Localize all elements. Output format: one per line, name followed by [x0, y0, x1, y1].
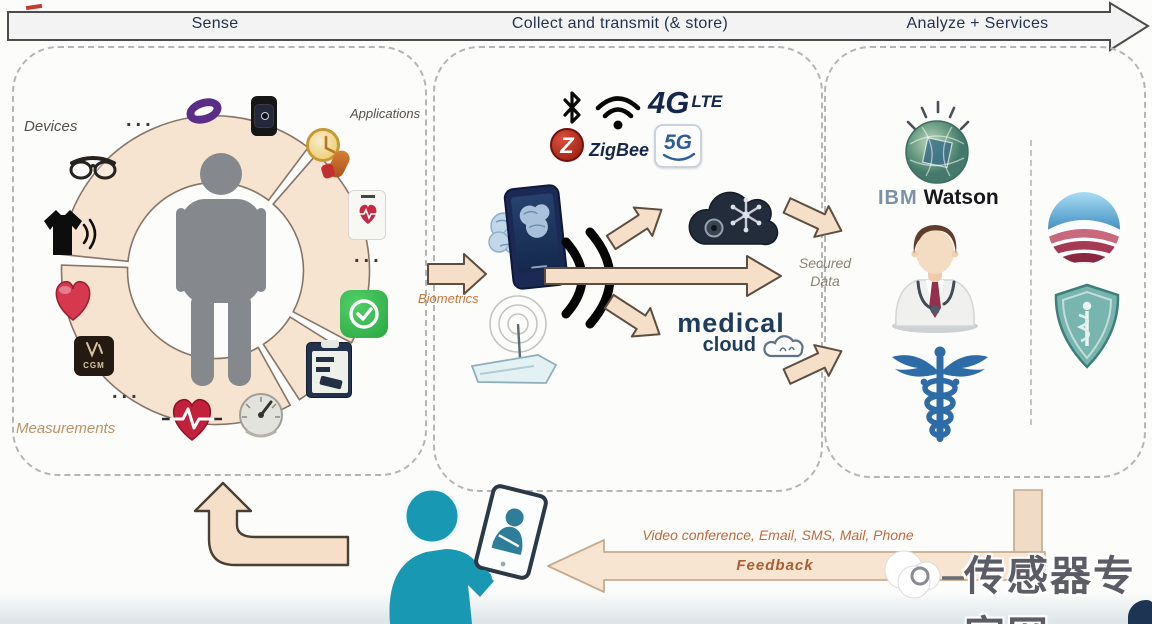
measurements-ellipsis: ... [112, 381, 141, 403]
medical-shield-icon [1054, 283, 1120, 369]
zigbee-logo: Z ZigBee [550, 128, 649, 162]
secured-arrow-top [782, 197, 843, 238]
secured-line1: Secured [798, 255, 852, 271]
loop-arrow-up [193, 481, 350, 567]
ibm-text: IBM [878, 187, 918, 209]
person-icon [176, 153, 266, 386]
healthcare-logo-icon [1048, 192, 1120, 264]
fiveg-text: 5G [663, 131, 692, 154]
watch-dial [261, 112, 269, 120]
devices-ellipsis: ... [126, 109, 155, 131]
analyze-divider [1030, 140, 1032, 425]
arrow-main-data [544, 255, 782, 297]
smart-shirt-icon [44, 210, 97, 255]
feedback-channels-label: Video conference, Email, SMS, Mail, Phon… [642, 527, 914, 543]
medical-cloud-title: medical [677, 308, 785, 338]
bluetooth-icon [563, 91, 581, 124]
applications-ellipsis: ... [354, 245, 383, 267]
activity-clock-hands [324, 135, 336, 154]
secure-cloud-icon [688, 191, 779, 246]
stage-banner-arrow [7, 1, 1150, 52]
wifi-icon [595, 96, 641, 130]
heart-glyph [357, 204, 379, 224]
gauge-icon [239, 393, 283, 438]
activity-app-icon [304, 126, 358, 184]
zigbee-z-badge: Z [550, 128, 584, 162]
clipboard-item [319, 375, 343, 390]
medical-cloud-glyph [763, 335, 804, 358]
ecg-heart-icon [162, 398, 222, 441]
devices-label: Devices [24, 118, 78, 135]
doctor-icon [892, 225, 978, 333]
cgm-sensor-icon: CGM [74, 336, 114, 376]
secured-arrow-bottom [782, 344, 843, 385]
measurements-label: Measurements [16, 420, 116, 437]
ibm-watson-globe-icon [905, 100, 970, 184]
fiveg-logo: 5G [654, 124, 702, 168]
zigbee-text: ZigBee [589, 139, 650, 160]
applications-label: Applications [350, 106, 421, 121]
fourg-lte-logo: 4G LTE [648, 87, 722, 118]
patient-tablet-icon [389, 484, 548, 624]
secured-line2: Data [810, 273, 840, 290]
feedback-label: Feedback [736, 557, 814, 574]
smart-glasses-icon [69, 156, 117, 180]
sense-panel [12, 46, 427, 476]
fiveg-swoosh [662, 152, 696, 161]
biometrics-label: Biometrics [418, 291, 479, 306]
stage-label-collect: Collect and transmit (& store) [511, 15, 729, 32]
watermark-text: 传感器专家网 [964, 553, 1136, 624]
bottom-strip [0, 592, 1152, 624]
caduceus-icon [892, 346, 988, 442]
clipboard-line [316, 357, 334, 362]
analyze-panel [824, 46, 1146, 478]
health-check-app-icon [340, 290, 388, 338]
smartwatch-icon [251, 96, 277, 136]
clipboard-line [316, 367, 330, 372]
fourg-text: 4G [648, 85, 690, 120]
stage-label-sense: Sense [191, 15, 239, 32]
heart-icon [55, 280, 91, 321]
clipboard-icon [306, 340, 352, 398]
stage-label-analyze: Analyze + Services [906, 15, 1049, 32]
watch-screen [254, 104, 274, 128]
cgm-text: CGM [83, 361, 105, 370]
arrow-to-cloud [605, 206, 663, 251]
arrow-to-medical-cloud [603, 293, 661, 338]
cgm-glyph [86, 342, 103, 358]
lte-text: LTE [691, 92, 723, 111]
smartphone-brain-app [519, 204, 550, 238]
check-glyph [349, 299, 379, 329]
heart-app-icon [348, 190, 386, 240]
phone-speaker [361, 195, 375, 198]
biometrics-arrow [427, 253, 487, 295]
medical-cloud-sub: cloud [702, 334, 756, 356]
watermark-logo [884, 550, 964, 599]
smartphone-screen [510, 193, 561, 274]
secured-data-label: Secured Data [788, 254, 862, 290]
ibm-watson-label: IBM Watson [878, 186, 999, 210]
smartphone-icon [502, 183, 570, 291]
clipboard-paper [312, 351, 348, 393]
clipboard-clip [321, 340, 339, 348]
router-icon [470, 295, 558, 384]
watson-text: Watson [923, 186, 999, 209]
